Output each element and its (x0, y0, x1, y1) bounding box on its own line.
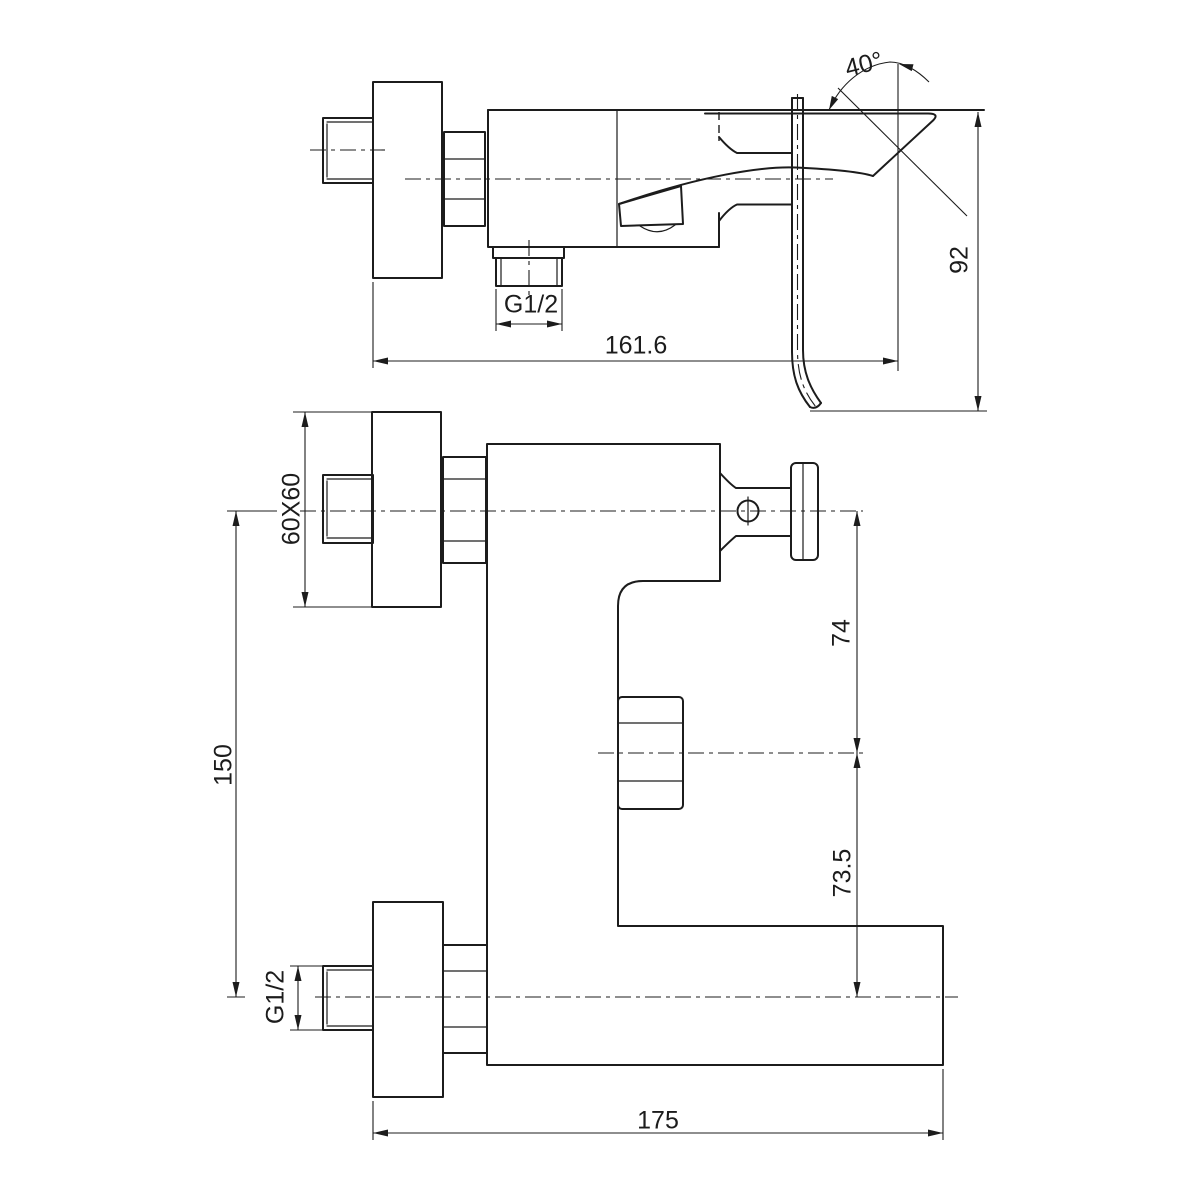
label-overall-length: 161.6 (604, 331, 668, 360)
mixer-body-front (486, 443, 944, 1066)
lever-blade-open (704, 112, 937, 177)
front-view (227, 411, 958, 1140)
shower-outlet-side (492, 240, 565, 300)
upper-wall-plate (371, 411, 442, 608)
lever-bar-side (791, 94, 822, 409)
label-inlet-distance: 150 (209, 744, 238, 786)
waterfall-spout-opening (618, 185, 684, 233)
lower-inlet-assembly (322, 901, 488, 1098)
lever-surface-curve (618, 166, 874, 205)
dimension-g12-outlet (495, 289, 563, 331)
label-outlet-thread: G1/2 (503, 290, 559, 319)
upper-inlet-thread (322, 474, 374, 544)
handle-mount-side (718, 136, 792, 222)
dimension-74-and-73-5 (853, 511, 861, 997)
wall-plate-side (372, 81, 443, 279)
lower-wall-plate (372, 901, 444, 1098)
angle-reference-line (837, 87, 968, 217)
lever-centerline (796, 94, 817, 408)
label-handle-to-outlet: 74 (827, 619, 856, 647)
inlet-thread-side (310, 117, 385, 184)
dimension-92 (810, 112, 987, 412)
dimension-g12-inlet (290, 965, 325, 1031)
lower-coupling-nut (442, 944, 488, 1054)
angle-dimension-40 (828, 61, 968, 371)
label-spout-reach: 175 (637, 1106, 679, 1135)
dimension-60x60 (293, 411, 372, 608)
dimension-175 (372, 1069, 944, 1140)
side-view (310, 61, 987, 412)
angle-arc (828, 61, 930, 111)
label-overall-height: 92 (945, 246, 974, 274)
dimension-161-6 (372, 282, 898, 368)
upper-inlet-assembly (322, 411, 487, 608)
dimension-150 (227, 510, 277, 998)
label-inlet-thread: G1/2 (261, 969, 290, 1025)
label-outlet-to-spout: 73.5 (828, 848, 857, 898)
lower-inlet-thread (322, 965, 374, 1031)
upper-coupling-nut (442, 456, 487, 564)
label-wall-plate-size: 60X60 (277, 472, 306, 546)
